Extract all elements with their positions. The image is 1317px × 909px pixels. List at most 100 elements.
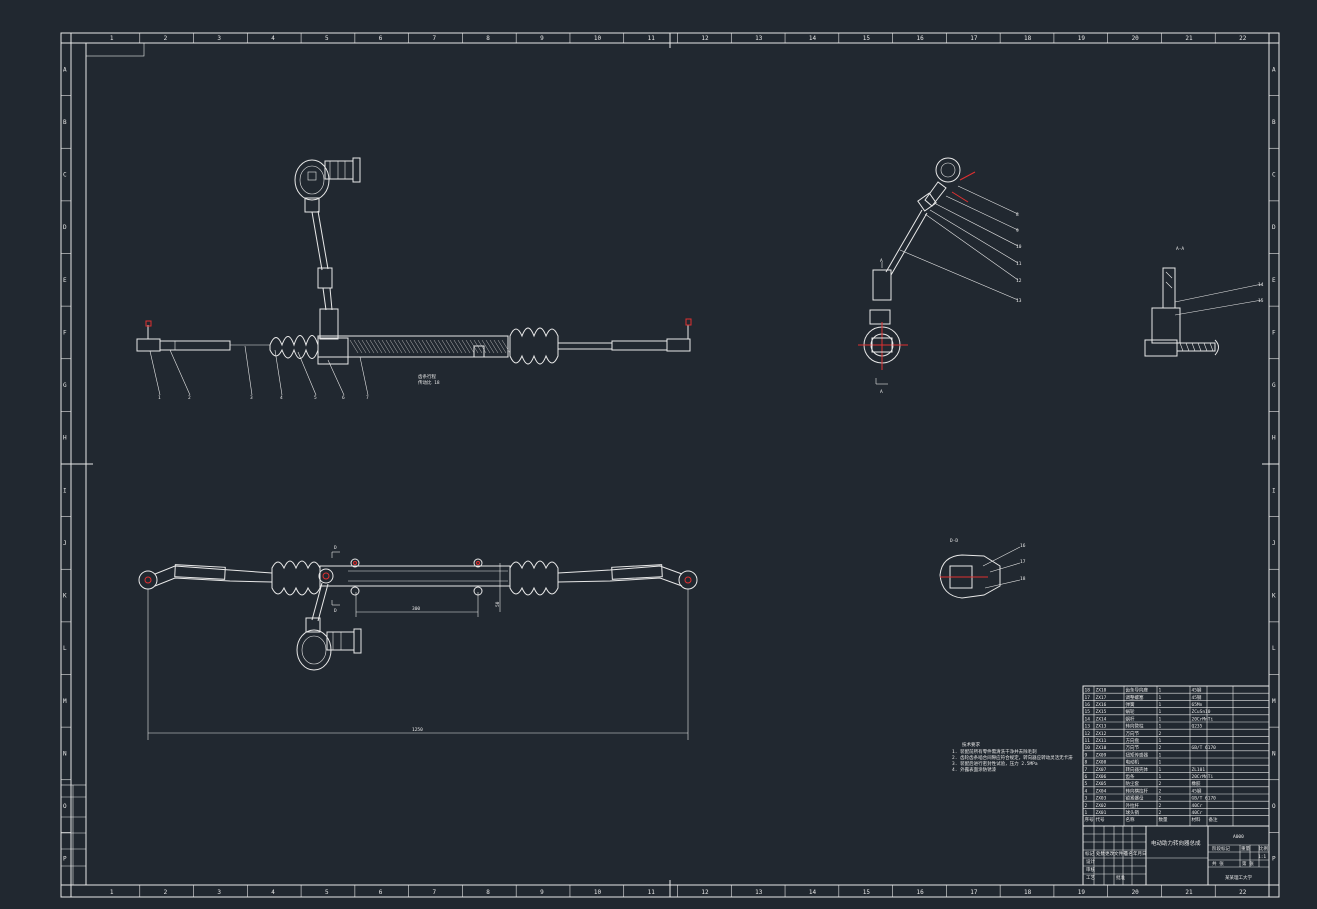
bom-cell: ZX10 <box>1096 745 1107 751</box>
zone-col-top-10: 10 <box>594 35 602 42</box>
zone-col-bottom-20: 20 <box>1132 889 1140 896</box>
dimension-overall-width: 1250 <box>147 589 689 740</box>
zone-row-right-B: B <box>1272 119 1276 126</box>
bom-cell: 2 <box>1159 803 1162 809</box>
drawing-title: 电动助力转向器总成 <box>1151 839 1201 847</box>
bom-cell: 转向管柱 <box>1126 723 1144 730</box>
zone-col-bottom-3: 3 <box>217 889 221 896</box>
balloon-section_dd-17: 17 <box>1020 559 1026 565</box>
bom-cell: ZX05 <box>1096 781 1107 787</box>
bom-cell: ZX08 <box>1096 760 1107 766</box>
zone-col-top-1: 1 <box>110 35 114 42</box>
bom-header-cell: 备注 <box>1209 816 1218 823</box>
bom-cell: ZX16 <box>1096 702 1107 708</box>
rack-hatching <box>349 339 511 354</box>
zone-row-right-C: C <box>1272 172 1276 179</box>
dimension-rack-length: 300 <box>355 592 479 617</box>
zone-col-top-12: 12 <box>701 35 709 42</box>
balloon-front-2: 2 <box>188 395 191 401</box>
bom-cell: 锁紧螺母 <box>1126 795 1144 802</box>
zone-col-bottom-6: 6 <box>379 889 383 896</box>
bom-cell: 齿条 <box>1126 773 1135 780</box>
technical-requirements: 技术要求 1. 装配前所有零件需清洗干净并去除毛刺 2. 齿轮齿条啮合间隙应符合… <box>952 741 1073 773</box>
zone-row-right-K: K <box>1272 593 1276 600</box>
bom-cell: ZX01 <box>1096 810 1107 816</box>
bom-cell: 20CrMnTi <box>1192 774 1214 780</box>
side-balloon-leaders <box>899 185 1019 301</box>
bom-header-cell: 材料 <box>1192 816 1201 823</box>
title-block: 电动助力转向器总成 A000 某某理工大学 阶段标记 重量 比例 1:1 共 张… <box>1082 825 1270 886</box>
scale-value: 1:1 <box>1258 854 1266 860</box>
zone-col-top-11: 11 <box>648 35 656 42</box>
bom-cell: 18 <box>1085 688 1091 694</box>
zone-col-top-17: 17 <box>970 35 978 42</box>
balloon-side-9: 9 <box>1016 228 1019 234</box>
zone-row-right-M: M <box>1272 698 1276 705</box>
front-balloon-leaders <box>149 345 369 396</box>
bom-cell: 11 <box>1085 738 1091 744</box>
balloon-section_dd-18: 18 <box>1020 576 1026 582</box>
bom-cell: ZX12 <box>1096 731 1107 737</box>
bom-cell: 外拉杆 <box>1126 802 1140 809</box>
zone-row-right-E: E <box>1272 277 1276 284</box>
bom-cell: 45钢 <box>1192 787 1202 794</box>
zone-col-top-2: 2 <box>164 35 168 42</box>
zone-row-right-G: G <box>1272 382 1276 389</box>
bom-cell: 调整螺塞 <box>1126 694 1144 701</box>
bom-cell: 45钢 <box>1192 687 1202 694</box>
zone-col-top-14: 14 <box>809 35 817 42</box>
bom-cell: 8 <box>1085 760 1088 766</box>
bom-header-cell: 数量 <box>1159 816 1168 823</box>
bom-cell: 10 <box>1085 745 1091 751</box>
zone-col-top-16: 16 <box>916 35 924 42</box>
zone-col-top-7: 7 <box>433 35 437 42</box>
zone-col-top-18: 18 <box>1024 35 1032 42</box>
bom-cell: 1 <box>1159 688 1162 694</box>
bom-header-cell: 代号 <box>1096 816 1105 823</box>
bom-cell: 12 <box>1085 731 1091 737</box>
zone-row-left-C: C <box>63 172 67 179</box>
bom-cell: 2 <box>1159 796 1162 802</box>
zone-col-top-15: 15 <box>863 35 871 42</box>
bom-cell: 1 <box>1159 752 1162 758</box>
zone-row-right-J: J <box>1272 540 1276 547</box>
boot-right <box>509 327 559 365</box>
bom-cell: 16 <box>1085 702 1091 708</box>
zone-col-bottom-5: 5 <box>325 889 329 896</box>
zone-col-bottom-18: 18 <box>1024 889 1032 896</box>
bom-cell: 防尘套 <box>1126 780 1140 787</box>
bom-cell: 1 <box>1159 702 1162 708</box>
bom-cell: ZX03 <box>1096 796 1107 802</box>
bom-cell: 1 <box>1159 695 1162 701</box>
zone-col-bottom-17: 17 <box>970 889 978 896</box>
zone-col-top-9: 9 <box>540 35 544 42</box>
tech-req-line-1: 1. 装配前所有零件需清洗干净并去除毛刺 <box>952 748 1037 755</box>
bom-cell: 4 <box>1085 788 1088 794</box>
tb-label-change: 更改文件号 <box>1105 850 1128 857</box>
bom-cell: 40Cr <box>1192 810 1203 816</box>
bom-cell: ZX15 <box>1096 709 1107 715</box>
bom-cell: 1 <box>1159 774 1162 780</box>
zone-row-left-G: G <box>63 382 67 389</box>
zone-row-right-H: H <box>1272 435 1276 442</box>
zone-row-left-N: N <box>63 750 67 757</box>
zone-col-top-22: 22 <box>1239 35 1247 42</box>
tech-req-line-4: 4. 外露表面涂防锈漆 <box>952 766 997 773</box>
zone-row-left-M: M <box>63 698 67 705</box>
school-name: 某某理工大学 <box>1225 874 1252 881</box>
bom-cell: 电动机 <box>1126 759 1140 766</box>
zone-row-left-I: I <box>63 487 67 494</box>
view-arrow-a-top: A <box>880 258 883 264</box>
stage-mark-label: 阶段标记 <box>1212 845 1230 852</box>
view-arrow-a-bottom: A <box>880 389 883 395</box>
dimension-small: 50 <box>495 563 501 612</box>
balloon-section_aa-15: 15 <box>1258 298 1264 304</box>
bom-cell: 橡胶 <box>1192 780 1201 787</box>
zone-col-bottom-8: 8 <box>486 889 490 896</box>
